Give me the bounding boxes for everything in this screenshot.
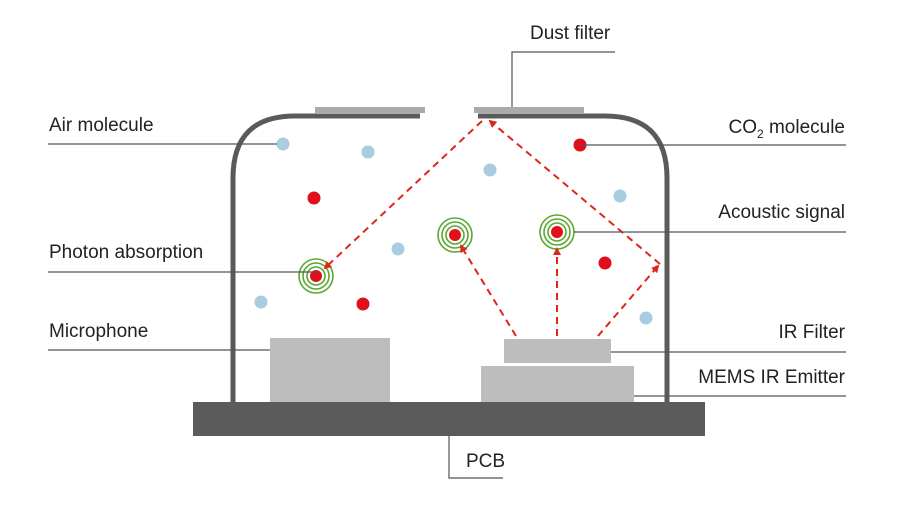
ir-ray-wall-to-top [488, 119, 661, 265]
label-co2-molecule: CO2 molecule [728, 117, 845, 141]
air-molecules [254, 137, 653, 325]
air-molecule [276, 137, 290, 151]
leader-pcb [448, 436, 503, 479]
co2-molecule-absorbing [310, 270, 322, 282]
co2-molecule [307, 191, 321, 205]
leader-dust-filter [511, 51, 615, 107]
microphone-block [270, 338, 390, 402]
ir-filter-block [504, 339, 611, 363]
air-molecule [639, 311, 653, 325]
pcb-board [193, 402, 705, 436]
dust-filter [315, 107, 425, 113]
air-molecule [391, 242, 405, 256]
label-ir-filter: IR Filter [779, 322, 846, 343]
label-photon-absorption: Photon absorption [49, 242, 203, 263]
air-molecule [613, 189, 627, 203]
dust-filter-right [474, 107, 584, 113]
air-molecule [254, 295, 268, 309]
label-co2-suffix: molecule [764, 117, 845, 138]
ir-ray-to-middle [459, 244, 517, 337]
air-molecule [483, 163, 497, 177]
co2-molecules [307, 138, 612, 311]
co2-molecule [356, 297, 370, 311]
acoustic-signal-ripple [539, 214, 575, 250]
label-co2-subscript: 2 [757, 127, 764, 141]
label-mems-ir-emitter: MEMS IR Emitter [698, 367, 845, 388]
co2-molecule-absorbing [551, 226, 563, 238]
leader-lines [48, 51, 846, 479]
mems-ir-emitter-block [481, 366, 634, 402]
absorption-ripple-middle [437, 217, 473, 253]
label-co2-prefix: CO [728, 117, 757, 138]
co2-molecule [598, 256, 612, 270]
label-dust-filter: Dust filter [530, 23, 611, 44]
sensor-housing [230, 113, 670, 402]
label-pcb: PCB [466, 451, 505, 472]
label-acoustic-signal: Acoustic signal [718, 202, 845, 223]
co2-molecule-absorbing [449, 229, 461, 241]
label-microphone: Microphone [49, 321, 148, 342]
air-molecule [361, 145, 375, 159]
ir-rays [323, 119, 661, 337]
absorption-ripple-left [298, 258, 334, 294]
ir-ray-to-wall [597, 264, 660, 337]
label-air-molecule: Air molecule [49, 115, 154, 136]
